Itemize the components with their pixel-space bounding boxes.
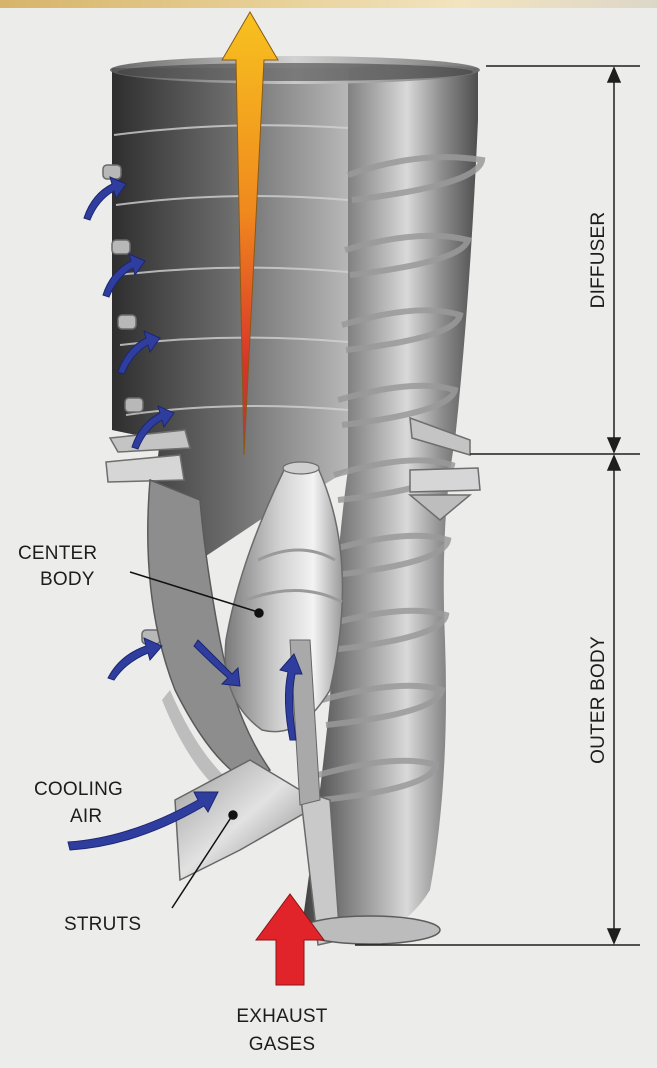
center-body-label-line1: CENTER [18, 543, 97, 564]
exhaust-gases-label-line1: EXHAUST [236, 1006, 327, 1027]
cooling-air-label-line2: AIR [70, 806, 102, 827]
struts-label: STRUTS [64, 914, 141, 935]
exhaust-gases-label-line2: GASES [249, 1034, 315, 1055]
diffuser-label: DIFFUSER [588, 212, 609, 309]
curved-arrow-icon [108, 638, 162, 680]
cooling-air-label-line1: COOLING [34, 779, 123, 800]
center-body-label-line2: BODY [40, 569, 95, 590]
outer-body-label: OUTER BODY [588, 636, 609, 764]
